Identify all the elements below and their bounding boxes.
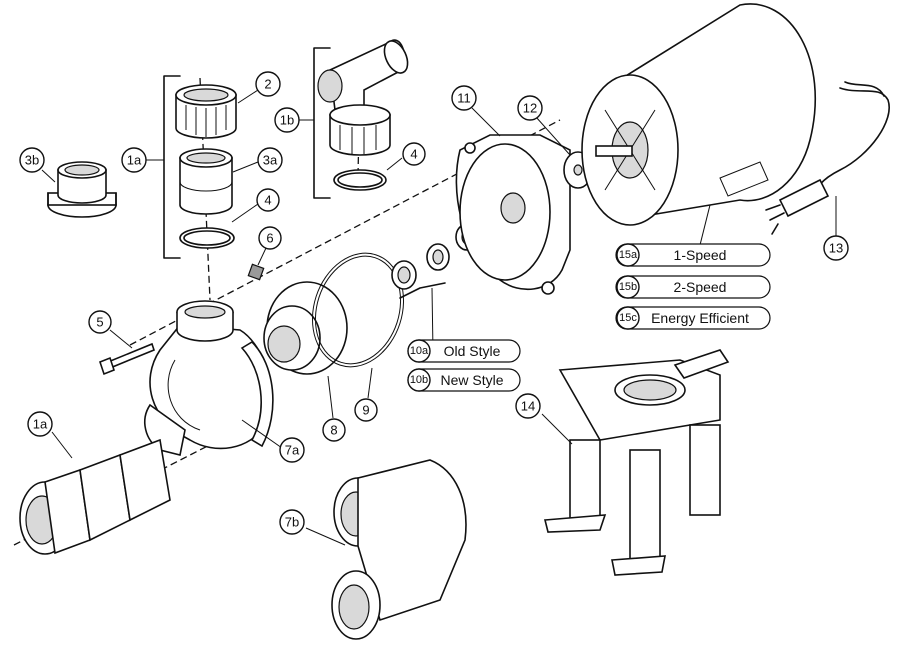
leader-lines <box>41 89 837 546</box>
callout-13: 13 <box>823 235 849 261</box>
callout-6: 6 <box>258 226 282 250</box>
part-5-bolt <box>99 342 155 376</box>
part-15-motor <box>581 3 816 226</box>
svg-text:1-Speed: 1-Speed <box>674 247 727 263</box>
svg-text:9: 9 <box>362 403 369 418</box>
part-9-gasket <box>311 252 405 368</box>
svg-text:14: 14 <box>521 399 535 414</box>
part-3a-tailpiece <box>179 148 233 215</box>
callout-1b: 1b <box>274 107 300 133</box>
svg-text:2-Speed: 2-Speed <box>674 279 727 295</box>
svg-text:15a: 15a <box>619 249 638 261</box>
option-15a: 15a 1-Speed <box>615 243 771 267</box>
part-8-diffuser <box>263 281 348 375</box>
callout-9: 9 <box>354 398 378 422</box>
svg-text:11: 11 <box>457 91 471 106</box>
svg-text:10b: 10b <box>410 374 428 386</box>
svg-text:10a: 10a <box>410 345 429 357</box>
svg-text:5: 5 <box>96 315 103 330</box>
callout-7a: 7a <box>279 437 305 463</box>
callout-5: 5 <box>88 310 112 334</box>
svg-text:Old Style: Old Style <box>444 343 501 359</box>
callout-2: 2 <box>255 71 281 97</box>
part-6-plug <box>247 263 265 281</box>
part-2-union-nut <box>175 84 237 139</box>
part-14-stand <box>543 349 730 576</box>
callout-11: 11 <box>451 85 477 111</box>
svg-text:15b: 15b <box>619 281 637 293</box>
option-10a: 10a Old Style <box>407 339 521 363</box>
callout-3a: 3a <box>257 147 283 173</box>
callout-12: 12 <box>517 95 543 121</box>
callout-3b: 3b <box>19 147 45 173</box>
svg-text:1b: 1b <box>280 113 294 128</box>
svg-text:8: 8 <box>330 423 337 438</box>
part-7a-volute <box>144 300 274 456</box>
part-3b-bushing <box>47 161 117 218</box>
callout-1a-top: 1a <box>121 147 147 173</box>
svg-text:New Style: New Style <box>440 372 503 388</box>
part-1b-elbow-union <box>317 39 409 191</box>
svg-text:3b: 3b <box>25 153 39 168</box>
svg-text:2: 2 <box>264 77 271 92</box>
callout-14: 14 <box>515 393 541 419</box>
callout-1a-bottom: 1a <box>27 411 53 437</box>
svg-text:7a: 7a <box>285 443 300 458</box>
part-1a-union-bottom <box>19 438 171 555</box>
svg-text:15c: 15c <box>619 312 637 324</box>
svg-text:1a: 1a <box>33 417 48 432</box>
callout-4-left: 4 <box>256 188 280 212</box>
leader-10 <box>399 282 446 299</box>
part-13-power-cord <box>765 81 890 235</box>
svg-text:4: 4 <box>410 147 417 162</box>
svg-text:6: 6 <box>266 231 273 246</box>
svg-text:13: 13 <box>829 241 843 256</box>
svg-text:1a: 1a <box>127 153 142 168</box>
svg-text:4: 4 <box>264 193 271 208</box>
svg-text:12: 12 <box>523 101 537 116</box>
part-7b-volute <box>331 459 467 640</box>
option-10b: 10b New Style <box>407 368 521 392</box>
svg-text:7b: 7b <box>285 515 299 530</box>
part-4-oring-left <box>179 227 235 249</box>
option-15c: 15c Energy Efficient <box>615 306 771 330</box>
option-15b: 15b 2-Speed <box>615 275 771 299</box>
part-11-motor-bracket <box>455 134 571 295</box>
bracket-1b <box>313 47 331 199</box>
callout-8: 8 <box>322 418 346 442</box>
svg-text:Energy Efficient: Energy Efficient <box>651 310 749 326</box>
callout-7b: 7b <box>279 509 305 535</box>
bracket-1a-top <box>163 75 181 259</box>
svg-text:3a: 3a <box>263 153 278 168</box>
callout-4-right: 4 <box>402 142 426 166</box>
